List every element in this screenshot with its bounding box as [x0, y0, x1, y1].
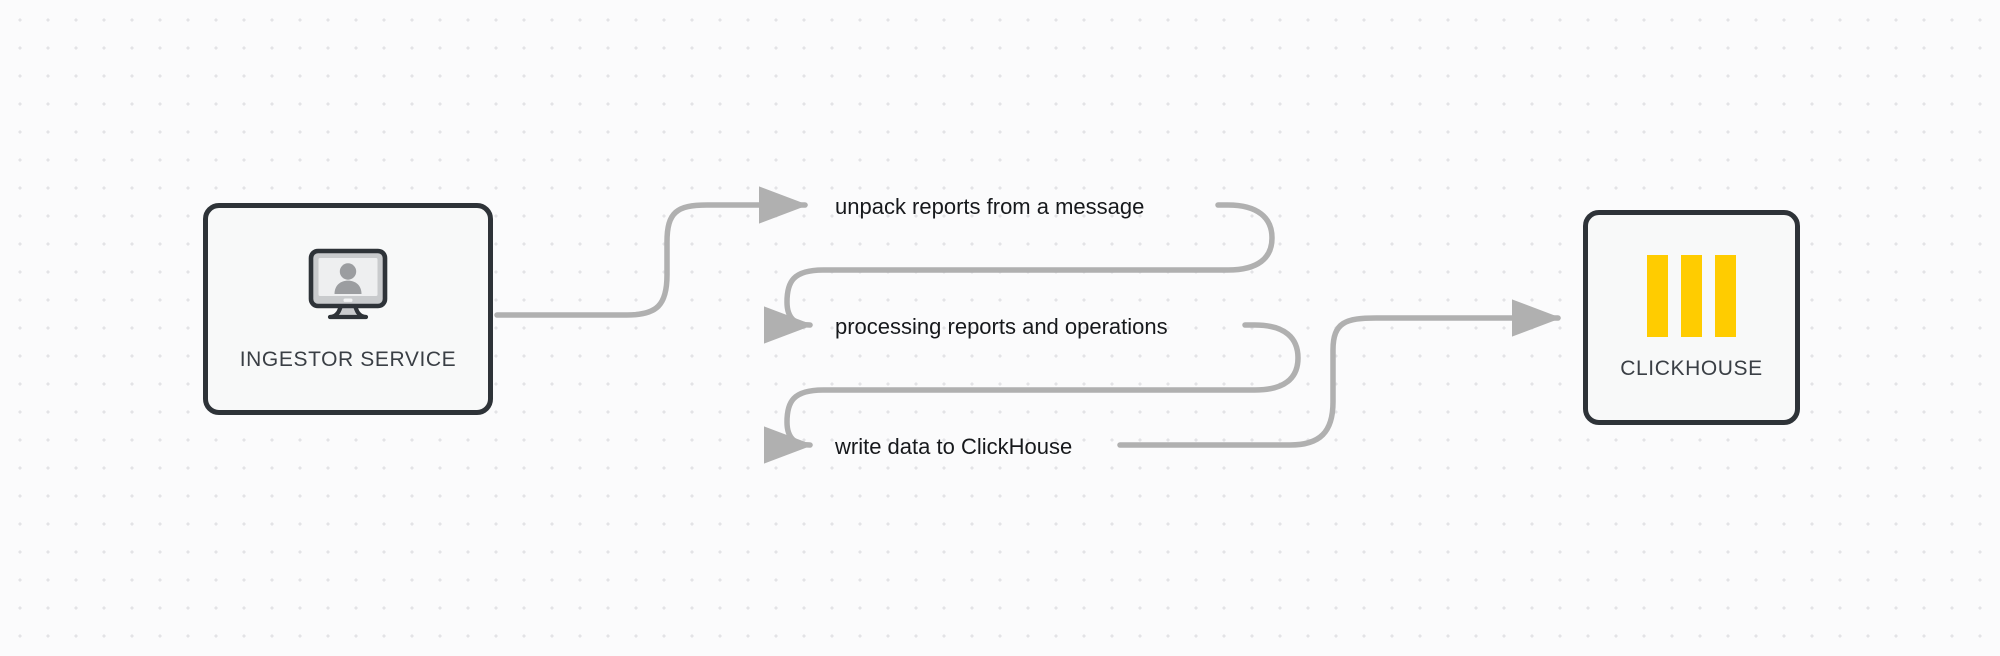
edge-path-3 [1117, 299, 1562, 448]
edge-path-0 [494, 186, 809, 318]
edge-path-2 [763, 322, 1301, 464]
clickhouse-bar-3 [1715, 254, 1736, 337]
edge-label-write-data: write data to ClickHouse [835, 434, 1073, 459]
clickhouse-logo-icon [1647, 254, 1736, 337]
monitor-user-icon [302, 247, 394, 330]
clickhouse-bar-2 [1681, 254, 1702, 337]
edge-path-1 [763, 202, 1275, 344]
node-ingestor-service[interactable]: INGESTOR SERVICE [203, 203, 493, 415]
edge-label-processing-reports: processing reports and operations [835, 314, 1168, 339]
node-clickhouse[interactable]: CLICKHOUSE [1583, 210, 1800, 425]
node-label-clickhouse: CLICKHOUSE [1620, 356, 1763, 380]
edge-label-unpack-reports: unpack reports from a message [835, 194, 1145, 219]
node-label-ingestor-service: INGESTOR SERVICE [239, 347, 457, 371]
clickhouse-bar-1 [1647, 254, 1668, 337]
